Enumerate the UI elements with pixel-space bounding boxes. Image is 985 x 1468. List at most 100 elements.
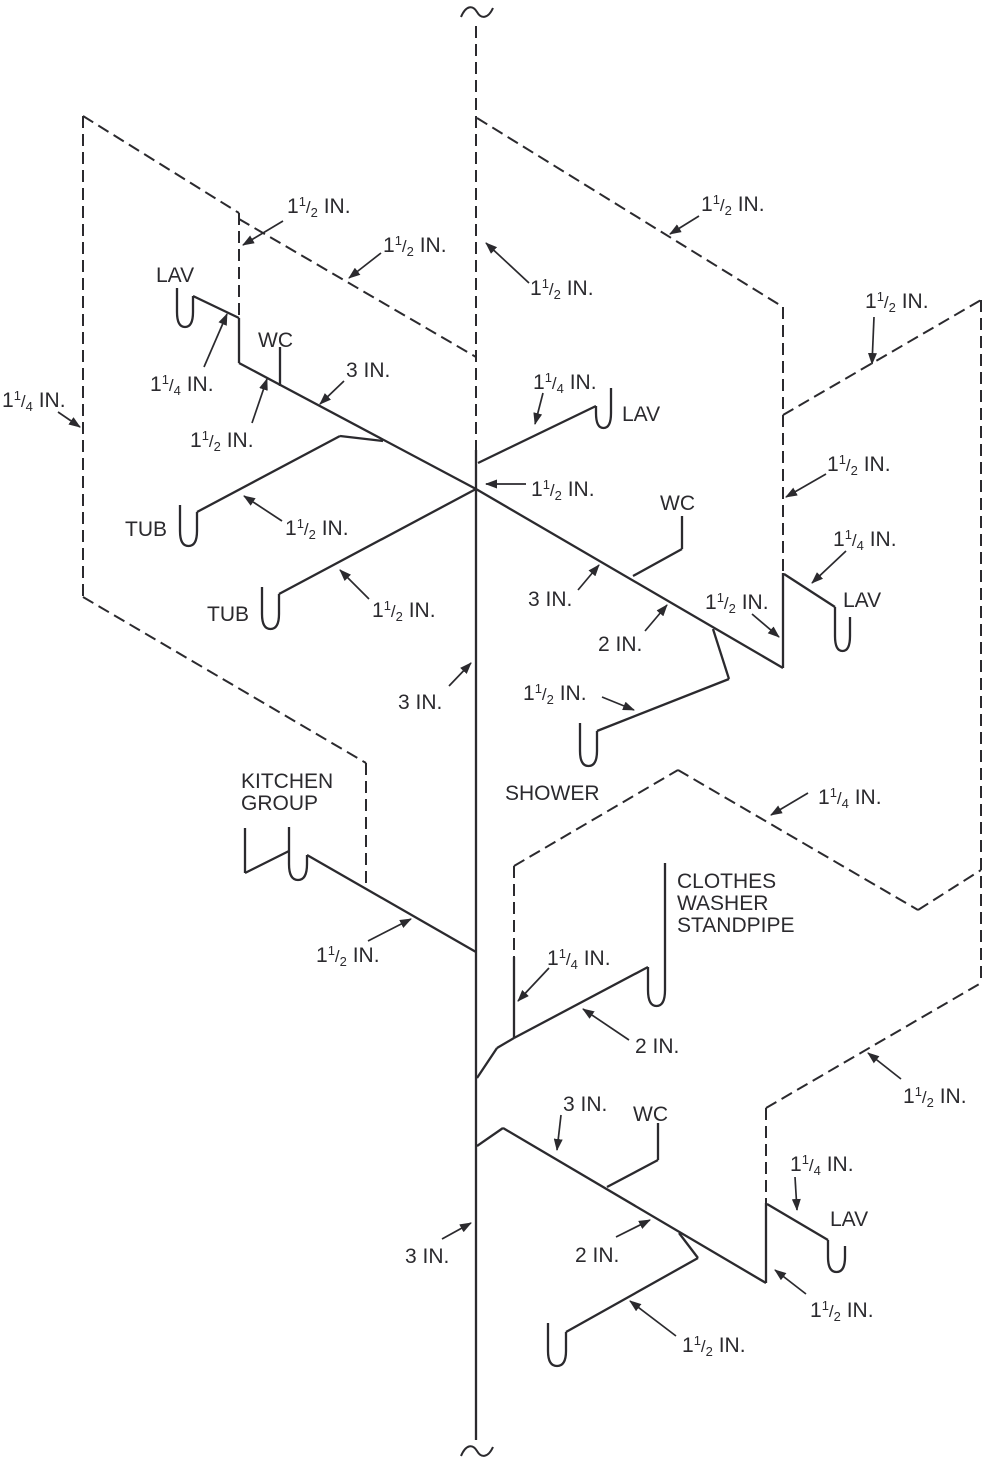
left-vent-branch-to-stack bbox=[238, 218, 477, 358]
size-lower-branch: 3 IN. bbox=[563, 1093, 607, 1116]
leader-size-left-vent-branch bbox=[348, 252, 382, 279]
shower-upper-drain bbox=[596, 677, 730, 733]
leader-size-far-right-vent-branch bbox=[867, 316, 877, 365]
trap-clothes-washer-standpipe bbox=[646, 863, 667, 1008]
size-shower-lower-drain: 11/2 IN. bbox=[682, 1333, 746, 1359]
size-lower-branch-2in: 2 IN. bbox=[575, 1244, 619, 1267]
size-lower-lav-vent: 11/2 IN. bbox=[810, 1298, 874, 1324]
wc-lower-connection bbox=[606, 1158, 659, 1189]
size-right-lav-vent-upper: 11/2 IN. bbox=[827, 452, 891, 478]
trap-tub-1 bbox=[178, 505, 199, 548]
size-right-lav-drain: 11/4 IN. bbox=[833, 527, 897, 553]
washer-drain-3 bbox=[476, 1047, 498, 1079]
washer-vent-fall bbox=[677, 769, 919, 911]
size-tub-1-drain: 11/2 IN. bbox=[285, 516, 349, 542]
leader-size-main-stack-lower bbox=[441, 1222, 472, 1240]
size-left-vent-stack: 11/4 IN. bbox=[2, 388, 66, 414]
size-right-branch-2in: 2 IN. bbox=[598, 633, 642, 656]
leader-size-left-branch-inlet bbox=[251, 378, 268, 424]
leader-size-right-branch-2in bbox=[644, 604, 668, 632]
right-vent-branch-from-stack bbox=[476, 117, 784, 308]
leader-size-lower-branch bbox=[553, 1114, 563, 1151]
trap-kitchen-group bbox=[287, 827, 309, 882]
size-lower-right-vent-branch: 11/2 IN. bbox=[903, 1084, 967, 1110]
lav-right-of-stack-drain bbox=[477, 404, 597, 465]
trap-tub-2 bbox=[260, 587, 281, 631]
kitchen-fixture-connector bbox=[244, 849, 290, 875]
fixture-wc-upper-left: WC bbox=[258, 329, 293, 352]
leader-size-lower-lav-vent bbox=[774, 1269, 807, 1295]
leader-size-main-stack-upper bbox=[448, 662, 472, 687]
washer-vent-to-far-right bbox=[917, 869, 982, 911]
leader-size-left-vent bbox=[242, 220, 284, 246]
size-main-stack-lower: 3 IN. bbox=[405, 1245, 449, 1268]
size-kitchen-drain: 11/2 IN. bbox=[316, 943, 380, 969]
size-main-stack-upper: 3 IN. bbox=[398, 691, 442, 714]
fixture-shower-upper: SHOWER bbox=[505, 782, 600, 805]
size-left-vent: 11/2 IN. bbox=[287, 194, 351, 220]
size-lav-upper-left-drain: 11/4 IN. bbox=[150, 372, 214, 398]
leader-size-main-vent-stack bbox=[485, 242, 530, 284]
lower-lav-drain bbox=[766, 1203, 829, 1241]
size-right-vent-branch-upper: 11/2 IN. bbox=[701, 192, 765, 218]
washer-drain-2 bbox=[496, 1037, 515, 1049]
size-lav-right-stack-drain: 11/4 IN. bbox=[533, 370, 597, 396]
size-left-vent-branch: 11/2 IN. bbox=[383, 233, 447, 259]
washer-vent-rise bbox=[513, 769, 679, 867]
kitchen-vent-offset bbox=[82, 596, 367, 764]
fixture-lav-lower: LAV bbox=[830, 1208, 868, 1231]
size-right-lav-vent-lower: 11/2 IN. bbox=[705, 590, 769, 616]
tub2-drain bbox=[278, 487, 477, 596]
shower-lower-wye bbox=[678, 1232, 699, 1259]
right-branch-drain bbox=[475, 488, 784, 669]
right-lav-drain bbox=[783, 573, 836, 608]
size-washer-vent-branch: 11/4 IN. bbox=[818, 785, 882, 811]
leader-size-left-vent-stack bbox=[57, 411, 81, 428]
trap-shower-upper bbox=[578, 723, 599, 768]
leader-size-lav-right-stack-drain bbox=[533, 392, 544, 425]
left-branch-drain bbox=[238, 361, 477, 491]
kitchen-drain bbox=[306, 854, 477, 953]
leader-size-left-branch bbox=[319, 380, 345, 405]
size-washer-drain: 2 IN. bbox=[635, 1035, 679, 1058]
left-vent-offset-top bbox=[82, 115, 240, 214]
size-right-branch: 3 IN. bbox=[528, 588, 572, 611]
size-lower-lav-drain: 11/4 IN. bbox=[790, 1152, 854, 1178]
fixture-lav-upper-right: LAV bbox=[843, 589, 881, 612]
right-vent-offset-to-far-right bbox=[782, 299, 982, 416]
fixture-tub-1: TUB bbox=[125, 518, 167, 541]
trap-lav-lower bbox=[826, 1240, 847, 1274]
lower-branch-drain bbox=[502, 1127, 767, 1284]
leader-size-right-lav-drain bbox=[811, 550, 847, 584]
leader-size-right-branch bbox=[577, 564, 600, 591]
fixture-lav-upper-left: LAV bbox=[156, 264, 194, 287]
lower-branch-wye bbox=[476, 1127, 504, 1147]
washer-drain-1 bbox=[513, 965, 649, 1040]
leader-size-lav-upper-left-drain bbox=[203, 313, 228, 368]
leader-size-tub-2-drain bbox=[339, 569, 370, 600]
size-shower-upper-drain: 11/2 IN. bbox=[523, 681, 587, 707]
size-left-branch: 3 IN. bbox=[346, 359, 390, 382]
leader-size-lower-lav-drain bbox=[791, 1176, 801, 1211]
leader-size-right-lav-vent-upper bbox=[785, 473, 827, 498]
leader-size-lower-right-vent-branch bbox=[867, 1052, 902, 1080]
leader-size-washer-vent-branch bbox=[770, 792, 809, 816]
leader-size-shower-lower-drain bbox=[629, 1300, 677, 1337]
pipe-break-bottom bbox=[460, 1445, 494, 1457]
size-washer-vent: 11/4 IN. bbox=[547, 946, 611, 972]
tub1-drain-fitting bbox=[339, 434, 384, 443]
fixture-lav-right-stack: LAV bbox=[622, 403, 660, 426]
size-left-branch-inlet: 11/2 IN. bbox=[190, 428, 254, 454]
size-far-right-vent-branch: 11/2 IN. bbox=[865, 289, 929, 315]
shower-upper-wye bbox=[711, 628, 731, 680]
leader-size-lower-branch-2in bbox=[615, 1219, 651, 1238]
size-main-vent-stack: 11/2 IN. bbox=[530, 276, 594, 302]
fixture-wc-upper-right: WC bbox=[660, 492, 695, 515]
leader-size-washer-vent bbox=[517, 967, 550, 1002]
lav-upper-left-drain bbox=[192, 294, 240, 320]
fixture-wc-lower: WC bbox=[633, 1103, 668, 1126]
